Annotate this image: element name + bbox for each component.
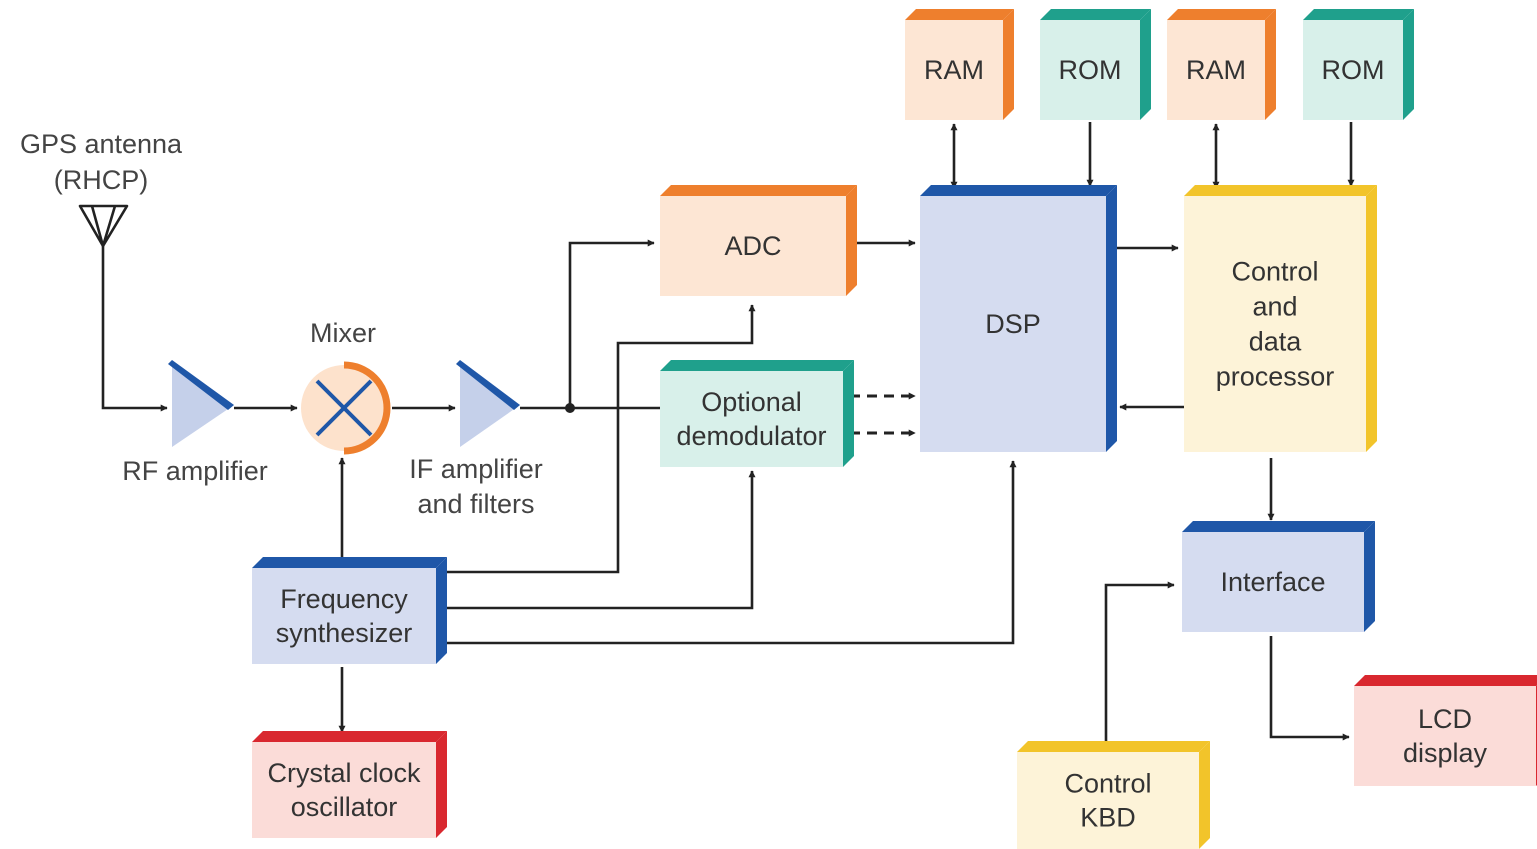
antenna-label-line-2: (RHCP) — [54, 165, 149, 195]
block-side-edge — [436, 731, 447, 838]
block-face — [252, 742, 436, 838]
block-face — [1182, 532, 1364, 632]
interface-label-line-1: Interface — [1220, 567, 1325, 597]
block-face — [920, 196, 1106, 452]
if-amplifier-label-line-2: and filters — [417, 489, 534, 519]
lcd-block: LCD display — [1354, 675, 1537, 786]
block-top-edge — [1167, 9, 1276, 20]
crystal-label-line-2: oscillator — [291, 792, 398, 822]
block-top-edge — [1017, 741, 1210, 752]
block-face — [1040, 20, 1140, 120]
block-top-edge — [252, 557, 447, 568]
rom1-label-line-1: ROM — [1059, 55, 1122, 85]
block-top-edge — [1040, 9, 1151, 20]
block-face — [1167, 20, 1265, 120]
block-side-edge — [1403, 9, 1414, 120]
block-top-edge — [905, 9, 1014, 20]
block-top-edge — [660, 185, 857, 196]
block-side-edge — [843, 360, 854, 467]
kbd-label-line-1: Control — [1064, 769, 1151, 799]
blocks-layer: RAM ROM RAM ROM ADC DSP Control and data processo… — [252, 9, 1537, 849]
ram2-block: RAM — [1167, 9, 1276, 120]
if-to-adc-wire — [568, 239, 655, 408]
mixer-icon — [301, 361, 391, 455]
demodulator-label-line-2: demodulator — [676, 421, 826, 451]
lcd-label-line-2: display — [1403, 738, 1488, 768]
rom2-block: ROM — [1303, 9, 1414, 120]
block-side-edge — [846, 185, 857, 296]
antenna-feed-wire — [101, 245, 168, 412]
kbd-to-interface-wire — [1104, 581, 1175, 746]
control-processor-label-line-2: and — [1252, 292, 1297, 322]
block-top-edge — [920, 185, 1117, 196]
rom1-block: ROM — [1040, 9, 1151, 120]
block-side-edge — [436, 557, 447, 664]
block-side-edge — [1140, 9, 1151, 120]
ram1-block: RAM — [905, 9, 1014, 120]
mixer-label: Mixer — [310, 318, 376, 348]
antenna-label-line-1: GPS antenna — [20, 129, 183, 159]
block-top-edge — [252, 731, 447, 742]
adc-label-line-1: ADC — [724, 231, 781, 261]
kbd-label-line-2: KBD — [1080, 803, 1136, 833]
synth-to-dsp-wire — [446, 460, 1017, 645]
connections — [101, 122, 1355, 746]
rf-amplifier-label: RF amplifier — [122, 456, 268, 486]
adc-block: ADC — [660, 185, 857, 296]
lcd-label-line-1: LCD — [1418, 704, 1472, 734]
control-processor-label-line-1: Control — [1231, 257, 1318, 287]
dsp-block: DSP — [920, 185, 1117, 452]
crystal-label-line-1: Crystal clock — [267, 758, 421, 788]
block-side-edge — [1265, 9, 1276, 120]
block-top-edge — [1182, 521, 1375, 532]
block-face — [1303, 20, 1403, 120]
block-top-edge — [1354, 675, 1537, 686]
demodulator-block: Optional demodulator — [660, 360, 854, 467]
block-side-edge — [1199, 741, 1210, 849]
block-face — [1184, 196, 1366, 452]
block-side-edge — [1366, 185, 1377, 452]
rom2-label-line-1: ROM — [1322, 55, 1385, 85]
block-side-edge — [1003, 9, 1014, 120]
block-face — [1354, 686, 1536, 786]
block-face — [1017, 752, 1199, 849]
if-amplifier-label-line-1: IF amplifier — [409, 454, 543, 484]
block-top-edge — [1303, 9, 1414, 20]
freq-synth-label-line-2: synthesizer — [276, 618, 413, 648]
demodulator-label-line-1: Optional — [701, 387, 802, 417]
block-face — [905, 20, 1003, 120]
control-processor-block: Control and data processor — [1184, 185, 1377, 452]
crystal-block: Crystal clock oscillator — [252, 731, 447, 838]
dsp-label-line-1: DSP — [985, 309, 1041, 339]
block-face — [252, 568, 436, 664]
interface-block: Interface — [1182, 521, 1375, 632]
interface-to-lcd-wire — [1269, 636, 1350, 741]
freq-synth-block: Frequency synthesizer — [252, 557, 447, 664]
block-top-edge — [1184, 185, 1377, 196]
synth-to-adc-wire — [446, 304, 756, 574]
block-face — [660, 196, 846, 296]
control-processor-label-line-3: data — [1249, 327, 1303, 357]
ram2-label-line-1: RAM — [1186, 55, 1246, 85]
ram1-label-line-1: RAM — [924, 55, 984, 85]
block-side-edge — [1364, 521, 1375, 632]
freq-synth-label-line-1: Frequency — [280, 584, 408, 614]
control-processor-label-line-4: processor — [1216, 362, 1335, 392]
rf-amplifier-icon — [168, 360, 234, 447]
block-face — [660, 371, 843, 467]
antenna-icon — [78, 204, 129, 248]
synth-to-demod-wire — [446, 470, 756, 610]
block-side-edge — [1106, 185, 1117, 452]
if-amplifier-icon — [456, 360, 520, 447]
block-top-edge — [660, 360, 854, 371]
